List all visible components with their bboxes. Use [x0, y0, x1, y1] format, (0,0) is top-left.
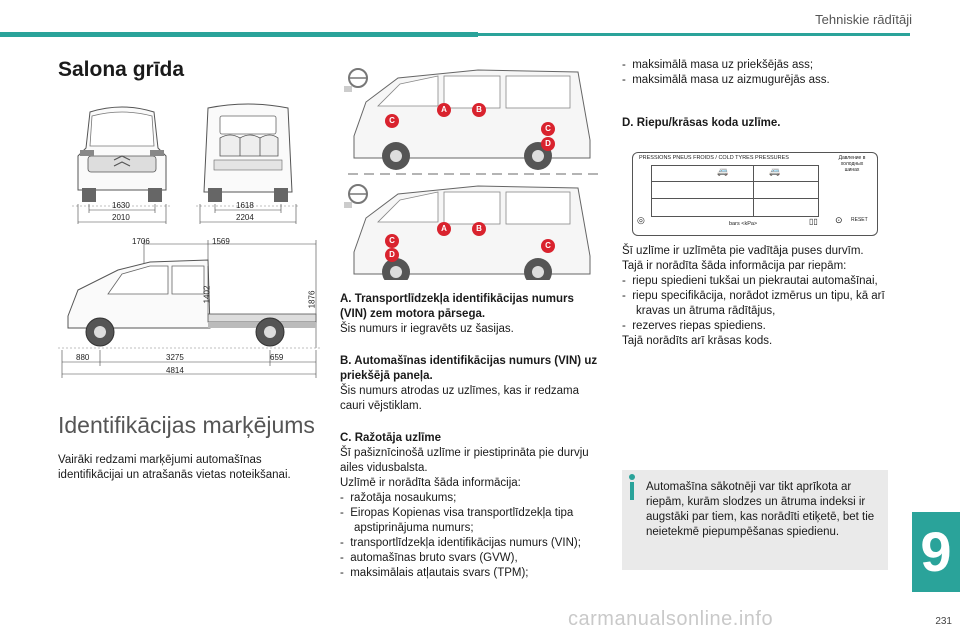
block-b: B. Automašīnas identifikācijas numurs (V…	[340, 354, 602, 414]
info-icon-bar	[630, 482, 634, 500]
dim-cab-length: 1706	[132, 237, 150, 246]
front-view-figure	[72, 106, 172, 224]
block-b-text: Šis numurs atrodas uz uzlīmes, kas ir re…	[340, 385, 580, 412]
list-item: - transportlīdzekļa identifikācijas numu…	[340, 537, 581, 549]
block-d-title: D. Riepu/krāsas koda uzlīme.	[622, 117, 781, 129]
marker-c-top-right: C	[541, 122, 555, 136]
spare-wheel-icon: ◎	[637, 215, 645, 225]
block-c-text1: Šī pašiznīcinošā uzlīme ir piestiprināta…	[340, 447, 589, 474]
tyre-label-ru: Давление в холодных шинах	[838, 155, 866, 173]
tyre-label-title: PRESSIONS PNEUS FROIDS / COLD TYRES PRES…	[639, 155, 789, 161]
tyre-table	[651, 165, 819, 217]
list-item: - rezerves riepas spiediens.	[622, 320, 766, 332]
tyre-table-row	[651, 181, 819, 182]
block-a-title: A. Transportlīdzekļa identifikācijas num…	[340, 293, 574, 320]
rear-view-figure	[196, 103, 300, 224]
info-box: Automašīna sākotnēji var tikt aprīkota a…	[622, 470, 888, 570]
dim-rear-overhang: 659	[270, 353, 284, 362]
chapter-title: Tehniskie rādītāji	[815, 12, 912, 27]
dim-total-length: 4814	[166, 366, 184, 375]
block-d-p2: Tajā ir norādīta šāda informācija par ri…	[622, 260, 847, 272]
marker-a-bottom: A	[437, 222, 451, 236]
block-d-body: Šī uzlīme ir uzlīmēta pie vadītāja puses…	[622, 244, 888, 349]
dim-front-width: 2010	[112, 213, 130, 222]
dim-cargo-length: 1569	[212, 237, 230, 246]
info-icon	[629, 474, 635, 480]
info-text: Automašīna sākotnēji var tikt aprīkota a…	[646, 481, 875, 538]
block-b-title: B. Automašīnas identifikācijas numurs (V…	[340, 355, 598, 382]
header-bar	[0, 32, 478, 37]
tyre-table-col	[753, 165, 754, 217]
vin-location-figure	[344, 68, 598, 280]
list-item: - ražotāja nosaukums;	[340, 492, 457, 504]
block-c: C. Ražotāja uzlīme Šī pašiznīcinošā uzlī…	[340, 431, 602, 581]
list-item: - riepu specifikācija, norādot izmērus u…	[622, 290, 885, 317]
list-item: - maksimālā masa uz aizmugurējās ass.	[622, 74, 830, 86]
list-item: - maksimālais atļautais svars (TPM);	[340, 567, 529, 579]
list-item: - maksimālā masa uz priekšējās ass;	[622, 59, 814, 71]
car-icon: 🚐	[717, 166, 729, 176]
chapter-tab: 9	[912, 512, 960, 592]
dim-floor-height: 1402	[202, 285, 212, 304]
side-view-figure	[58, 240, 320, 378]
marker-c-bottom-left: C	[385, 234, 399, 248]
tyre-table-row	[651, 198, 819, 199]
block-c-text2: Uzlīmē ir norādīta šāda informācija:	[340, 477, 521, 489]
block-a: A. Transportlīdzekļa identifikācijas num…	[340, 292, 602, 337]
car-icon: 🚐	[769, 166, 781, 176]
col3-top-list: - maksimālā masa uz priekšējās ass; - ma…	[622, 58, 888, 88]
tyre-label-figure: PRESSIONS PNEUS FROIDS / COLD TYRES PRES…	[632, 152, 878, 236]
marker-c-bottom-right: C	[541, 239, 555, 253]
marker-b-bottom: B	[472, 222, 486, 236]
marker-d-bottom: D	[385, 248, 399, 262]
block-a-text: Šis numurs ir iegravēts uz šasijas.	[340, 323, 514, 335]
marker-b-top: B	[472, 103, 486, 117]
list-item: - Eiropas Kopienas visa transportlīdzekļ…	[340, 507, 574, 534]
manual-icon: ▯▯	[809, 217, 818, 226]
tyre-label-units: bars <kPa>	[729, 221, 758, 227]
dim-rear-track: 1618	[236, 201, 254, 210]
dim-front-track: 1630	[112, 201, 130, 210]
marker-d-top: D	[541, 137, 555, 151]
marker-a-top: A	[437, 103, 451, 117]
section-title-floor: Salona grīda	[58, 58, 185, 81]
section-title-identification: Identifikācijas marķējums	[58, 412, 315, 438]
block-d-p1: Šī uzlīme ir uzlīmēta pie vadītāja puses…	[622, 245, 864, 257]
list-item: - automašīnas bruto svars (GVW),	[340, 552, 518, 564]
block-d-p3: Tajā norādīts arī krāsas kods.	[622, 335, 773, 347]
tpms-icon: ⊙	[835, 215, 843, 225]
watermark: carmanualsonline.info	[568, 608, 774, 630]
tyre-label-reset: RESET	[851, 217, 868, 223]
header-rule	[478, 33, 910, 36]
identification-intro: Vairāki redzami marķējumi automašīnas id…	[58, 454, 291, 481]
list-item: - riepu spiedieni tukšai un piekrautai a…	[622, 275, 878, 287]
block-c-title: C. Ražotāja uzlīme	[340, 432, 441, 444]
page-number: 231	[935, 616, 952, 627]
marker-c-top-left: C	[385, 114, 399, 128]
dim-total-height: 1876	[307, 290, 317, 309]
dim-rear-width: 2204	[236, 213, 254, 222]
dim-front-overhang: 880	[76, 353, 90, 362]
dim-wheelbase: 3275	[166, 353, 184, 362]
